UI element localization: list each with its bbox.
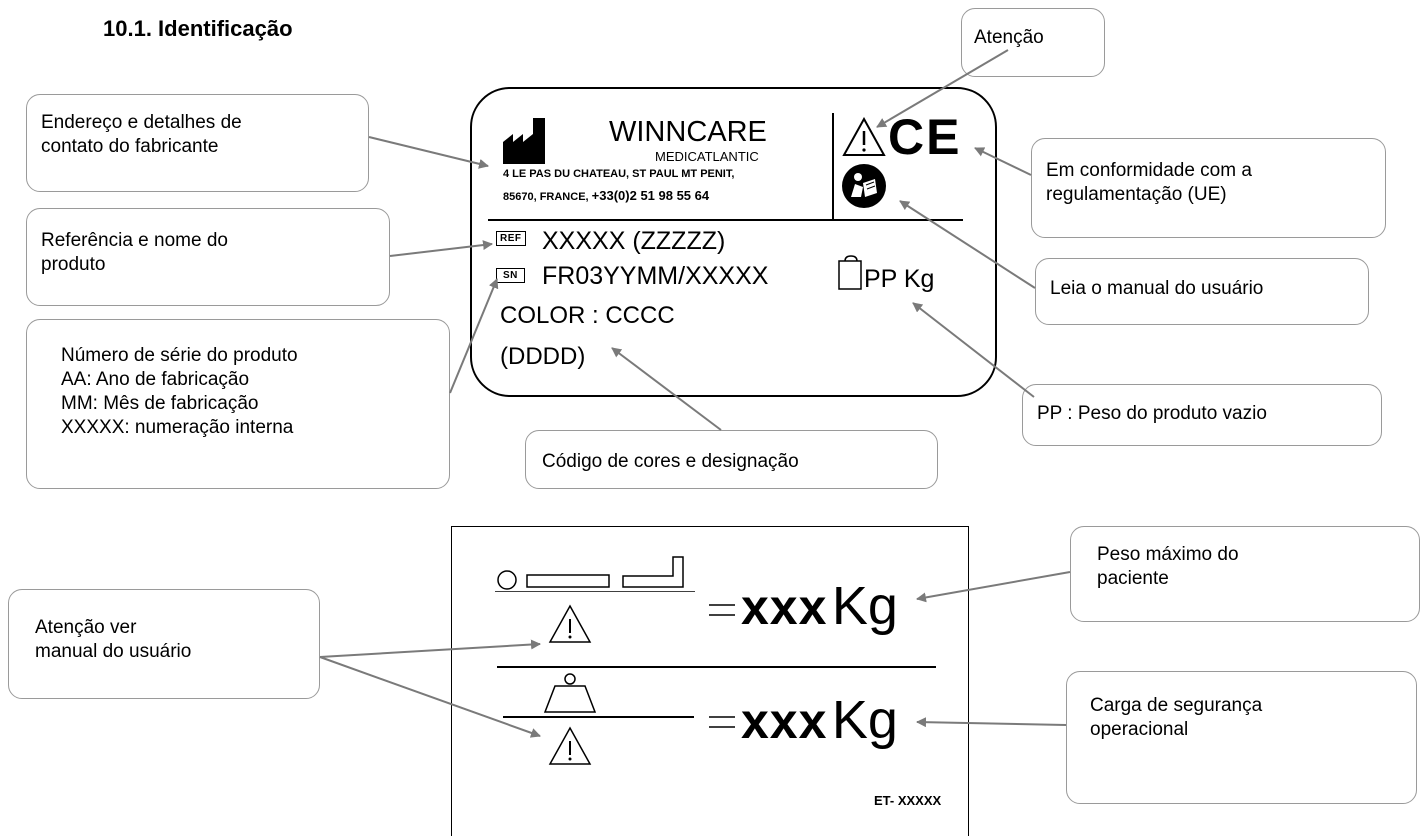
label-divider-horizontal [488,219,963,221]
callout-reference: Referência e nome do produto [26,208,390,306]
label-code: ET- XXXXX [874,793,942,808]
safe-load-value: XXX [741,693,828,749]
max-patient-unit: Kg [831,576,898,636]
load-label-divider [497,666,936,668]
patient-bed-icon [495,556,695,592]
warning-icon [842,117,886,156]
callout-max-patient: Peso máximo do paciente [1070,526,1420,622]
callout-attention: Atenção [961,8,1105,77]
callout-serial-number: Número de série do produto AA: Ano de fa… [26,319,450,489]
safe-load-unit: Kg [831,690,898,750]
load-weight-icon [543,673,597,713]
brand-name: WINNCARE [609,116,767,148]
callout-color-code: Código de cores e designação [525,430,938,489]
max-patient-weight: XXX Kg [741,575,898,637]
equals-icon [709,716,735,728]
callout-read-manual: Leia o manual do usuário [1035,258,1369,325]
sn-value: FR03YYMM/XXXXX [542,262,769,290]
address-line-2: 85670, FRANCE, +33(0)2 51 98 55 64 [503,188,709,203]
ce-mark-icon: CE [888,109,962,165]
ref-tag-icon: REF [496,231,526,246]
phone-number: +33(0)2 51 98 55 64 [591,188,710,203]
callout-empty-weight: PP : Peso do produto vazio [1022,384,1382,446]
equals-icon [709,604,735,616]
ref-value: XXXXX (ZZZZZ) [542,227,726,255]
section-heading: 10.1. Identificação [103,16,293,41]
address-country: 85670, FRANCE, [503,191,592,203]
callout-attention-manual: Atenção ver manual do usuário [8,589,320,699]
callout-manufacturer: Endereço e detalhes de contato do fabric… [26,94,369,192]
callout-safe-load: Carga de segurança operacional [1066,671,1417,804]
manufacturer-icon [503,118,545,164]
sub-brand: MEDICATLANTIC [655,149,759,164]
callout-conformity: Em conformidade com a regulamentação (UE… [1031,138,1386,238]
load-fraction-line [503,716,694,718]
color-line: COLOR : CCCC [500,302,675,329]
label-divider-vertical [832,113,834,220]
safe-load-weight: XXX Kg [741,689,898,751]
warning-icon [548,726,592,765]
max-patient-value: XXX [741,579,828,635]
weight-icon [838,255,862,290]
sn-tag-icon: SN [496,268,525,283]
read-manual-icon [842,164,886,208]
product-weight: PP Kg [864,265,935,293]
warning-icon [548,604,592,643]
color-code: (DDDD) [500,343,586,370]
address-line-1: 4 LE PAS DU CHATEAU, ST PAUL MT PENIT, [503,168,735,180]
